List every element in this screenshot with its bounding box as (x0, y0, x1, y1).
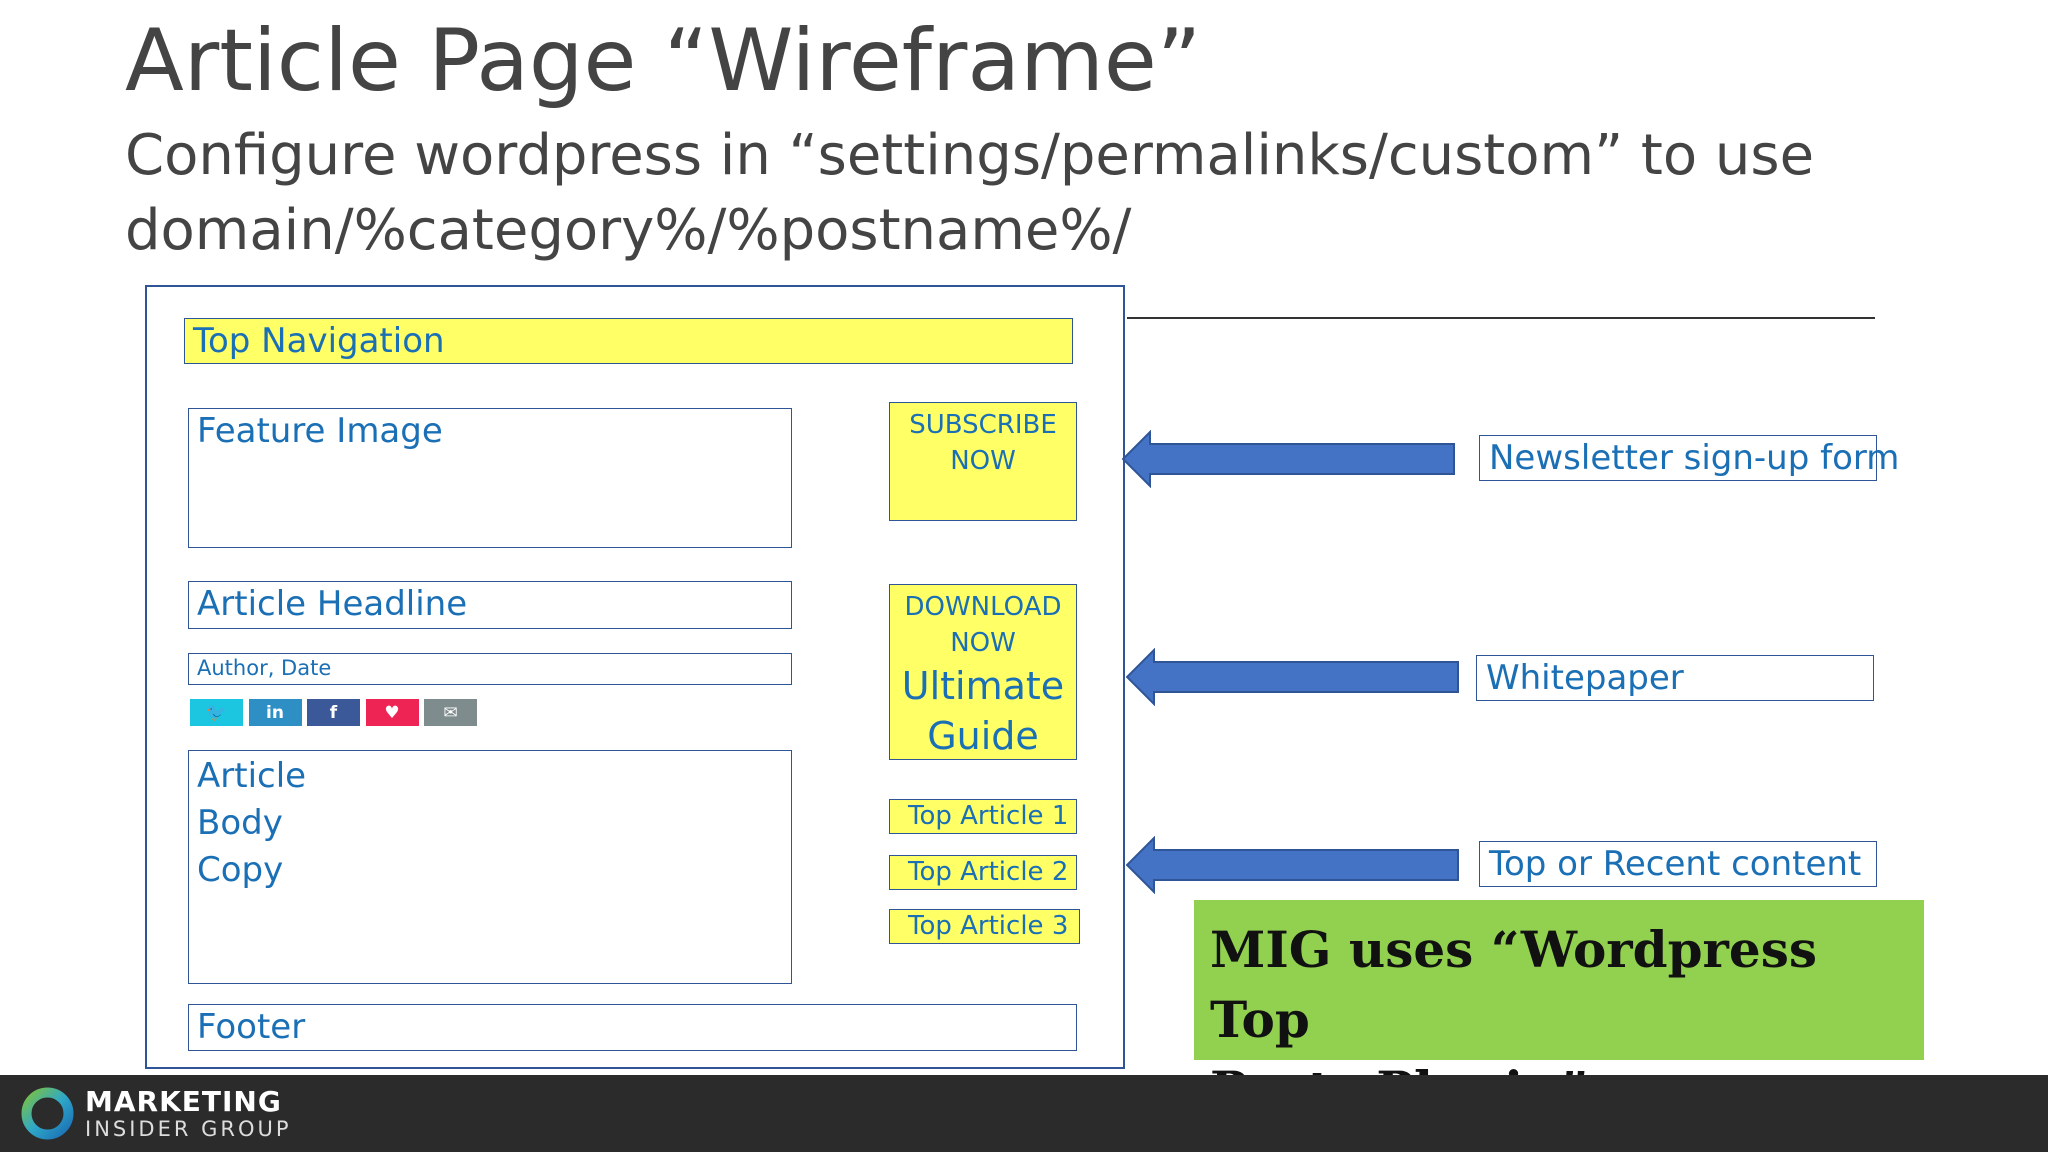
feature-image-box: Feature Image (188, 408, 792, 548)
footer-label: Footer (197, 1007, 306, 1047)
plugin-note-line-1: MIG uses “Wordpress Top (1210, 920, 1818, 1049)
arrow-newsletter-icon (1122, 430, 1455, 488)
article-body-line-3: Copy (197, 850, 284, 890)
article-headline-box: Article Headline (188, 581, 792, 629)
subtitle-line-2: domain/%category%/%postname%/ (125, 198, 1132, 263)
article-body-label: Article Body Copy (197, 753, 306, 894)
top-article-2-box: Top Article 2 (889, 855, 1077, 890)
linkedin-icon[interactable]: in (248, 699, 302, 726)
brand-name-line-1: MARKETING (85, 1085, 282, 1118)
email-icon[interactable]: ✉ (424, 699, 477, 726)
top-article-2-label: Top Article 2 (908, 857, 1069, 887)
top-article-3-label: Top Article 3 (908, 911, 1069, 941)
subscribe-line-1: SUBSCRIBE (909, 410, 1057, 440)
divider-line (1127, 317, 1875, 319)
callout-whitepaper: Whitepaper (1476, 655, 1874, 701)
download-line-2: NOW (950, 628, 1016, 658)
brand-logo-icon (21, 1087, 74, 1140)
download-line-1: DOWNLOAD (904, 592, 1062, 622)
slide-subtitle: Configure wordpress in “settings/permali… (125, 118, 1925, 268)
article-body-line-1: Article (197, 756, 307, 796)
article-body-box: Article Body Copy (188, 750, 792, 984)
facebook-icon[interactable]: f (307, 699, 360, 726)
top-article-1-label: Top Article 1 (908, 801, 1069, 831)
subscribe-line-2: NOW (950, 446, 1016, 476)
download-now-box: DOWNLOAD NOW Ultimate Guide (889, 584, 1077, 760)
arrow-top-content-icon (1126, 836, 1459, 894)
article-body-line-2: Body (197, 803, 283, 843)
brand-footer-bar: MARKETING INSIDER GROUP (0, 1075, 2048, 1152)
arrow-whitepaper-icon (1126, 648, 1459, 706)
subtitle-line-1: Configure wordpress in “settings/permali… (125, 123, 1815, 188)
top-navigation-label: Top Navigation (193, 321, 445, 361)
download-title-line-1: Ultimate (901, 664, 1065, 708)
download-title-line-2: Guide (927, 714, 1039, 758)
callout-newsletter: Newsletter sign-up form (1479, 435, 1899, 481)
callout-top-content: Top or Recent content (1479, 841, 1877, 887)
brand-name-line-2: INSIDER GROUP (85, 1117, 292, 1141)
pocket-icon[interactable]: ♥ (365, 699, 419, 726)
top-article-3-box: Top Article 3 (889, 909, 1080, 944)
top-navigation-box: Top Navigation (184, 318, 1073, 364)
twitter-icon[interactable]: 🐦 (190, 699, 243, 726)
slide-title: Article Page “Wireframe” (125, 11, 1202, 111)
plugin-note: MIG uses “Wordpress Top Posts Plugin” (1194, 900, 1924, 1119)
subscribe-now-box: SUBSCRIBE NOW (889, 402, 1077, 521)
footer-box: Footer (188, 1004, 1077, 1051)
author-date-label: Author, Date (197, 656, 332, 680)
top-article-1-box: Top Article 1 (889, 799, 1077, 834)
feature-image-label: Feature Image (197, 411, 443, 451)
article-headline-label: Article Headline (197, 584, 468, 624)
author-date-box: Author, Date (188, 653, 792, 685)
